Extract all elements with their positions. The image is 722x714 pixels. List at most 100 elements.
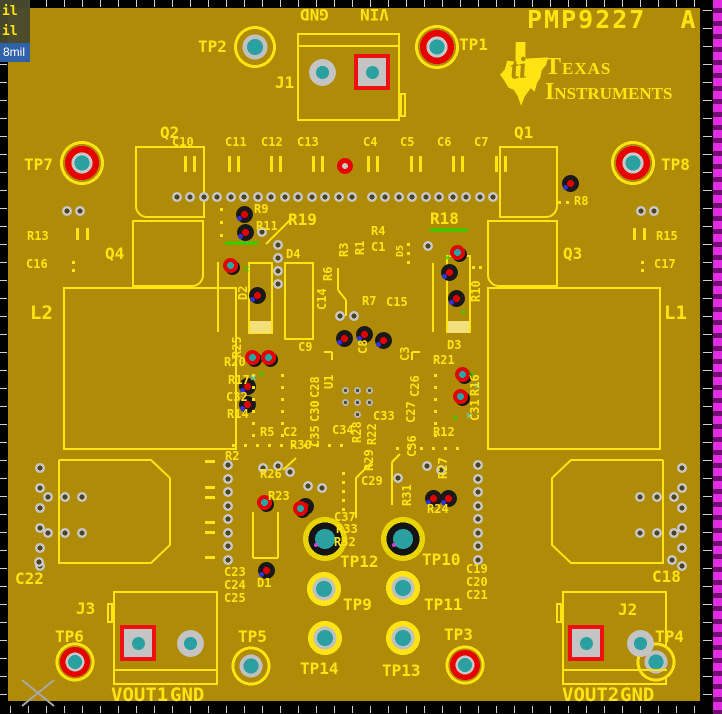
silk-label-c1[interactable]: C1 xyxy=(371,240,386,254)
via[interactable] xyxy=(473,501,483,511)
silk-label-c20[interactable]: C20 xyxy=(466,575,488,589)
silk-label-r23[interactable]: R23 xyxy=(268,489,290,503)
J2-outline[interactable] xyxy=(562,591,667,685)
silk-label-c26[interactable]: C26 xyxy=(408,375,422,397)
via[interactable] xyxy=(303,481,313,491)
via[interactable] xyxy=(341,386,349,394)
pad-TP8[interactable] xyxy=(609,139,657,187)
silk-label-c28[interactable]: C28 xyxy=(308,376,322,398)
via[interactable] xyxy=(365,398,373,406)
silk-label-r14[interactable]: R14 xyxy=(227,407,249,421)
silk-label-c9[interactable]: C9 xyxy=(298,340,313,354)
pad-TP11[interactable] xyxy=(383,568,423,608)
via[interactable] xyxy=(77,492,87,502)
via[interactable] xyxy=(273,279,283,289)
L2-outline[interactable] xyxy=(63,287,237,450)
Q3-outline[interactable] xyxy=(487,220,558,287)
via[interactable] xyxy=(677,561,687,571)
silk-label-c22[interactable]: C22 xyxy=(15,569,44,588)
silk-label-r17[interactable]: R17 xyxy=(228,373,250,387)
pad-via-red[interactable] xyxy=(337,158,353,174)
silk-label-c12[interactable]: C12 xyxy=(261,135,283,149)
via[interactable] xyxy=(677,463,687,473)
via[interactable] xyxy=(677,543,687,553)
silk-label-r6[interactable]: R6 xyxy=(321,266,335,281)
silk-label-gnd[interactable]: GND xyxy=(620,684,655,706)
via[interactable] xyxy=(273,266,283,276)
via[interactable] xyxy=(317,483,327,493)
via[interactable] xyxy=(199,192,209,202)
pad-p-pth[interactable] xyxy=(238,377,256,395)
silk-label-c17[interactable]: C17 xyxy=(654,257,676,271)
silk-label-r33[interactable]: R33 xyxy=(336,522,358,536)
silk-label-r2[interactable]: R2 xyxy=(225,449,240,463)
via[interactable] xyxy=(226,192,236,202)
silk-label-c15[interactable]: C15 xyxy=(386,295,408,309)
pad-J1-2[interactable] xyxy=(308,58,336,86)
pad-TP10[interactable] xyxy=(380,516,426,562)
silk-label-c31[interactable]: C31 xyxy=(468,399,482,421)
via[interactable] xyxy=(434,192,444,202)
silk-label-r3[interactable]: R3 xyxy=(337,242,351,257)
pad-TP9[interactable] xyxy=(304,569,344,609)
silk-label-c6[interactable]: C6 xyxy=(437,135,452,149)
silk-label-c16[interactable]: C16 xyxy=(26,257,48,271)
via[interactable] xyxy=(473,528,483,538)
via[interactable] xyxy=(365,386,373,394)
pad-TP6[interactable] xyxy=(54,641,96,683)
via[interactable] xyxy=(62,206,72,216)
silk-label-c11[interactable]: C11 xyxy=(225,135,247,149)
silk-label-d4[interactable]: D4 xyxy=(286,247,301,261)
via[interactable] xyxy=(172,192,182,202)
silk-label-q2[interactable]: Q2 xyxy=(160,123,180,142)
silk-label-c19[interactable]: C19 xyxy=(466,562,488,576)
silk-label-d1[interactable]: D1 xyxy=(257,576,272,590)
silk-label-c36[interactable]: C36 xyxy=(405,435,419,457)
via[interactable] xyxy=(334,192,344,202)
silk-label-r19[interactable]: R19 xyxy=(288,210,317,229)
pad-p-pth[interactable] xyxy=(440,263,458,281)
via[interactable] xyxy=(422,461,432,471)
pad-TP1[interactable] xyxy=(413,23,461,71)
J1-tab[interactable] xyxy=(400,93,406,117)
via[interactable] xyxy=(677,523,687,533)
via[interactable] xyxy=(649,206,659,216)
via[interactable] xyxy=(475,192,485,202)
pad-p-pth[interactable] xyxy=(355,325,373,343)
silk-label-r20[interactable]: R20 xyxy=(224,355,246,369)
via[interactable] xyxy=(258,463,268,473)
via[interactable] xyxy=(473,514,483,524)
pad-TP5[interactable] xyxy=(230,645,272,687)
via[interactable] xyxy=(223,541,233,551)
via[interactable] xyxy=(43,492,53,502)
silk-label-tp7[interactable]: TP7 xyxy=(24,155,53,174)
pad-TP13[interactable] xyxy=(383,618,423,658)
via[interactable] xyxy=(307,192,317,202)
via[interactable] xyxy=(77,528,87,538)
silk-label-r32[interactable]: R32 xyxy=(334,535,356,549)
silk-label-c33[interactable]: C33 xyxy=(373,409,395,423)
pad-p-pth[interactable] xyxy=(424,489,442,507)
silk-label-vout2[interactable]: VOUT2 xyxy=(562,684,620,706)
silk-label-r5[interactable]: R5 xyxy=(260,425,275,439)
via[interactable] xyxy=(393,473,403,483)
pad-p-pth[interactable] xyxy=(374,331,392,349)
via[interactable] xyxy=(367,192,377,202)
silk-label-tp13[interactable]: TP13 xyxy=(382,661,421,680)
silk-label-c34[interactable]: C34 xyxy=(332,423,354,437)
silk-label-c10[interactable]: C10 xyxy=(172,135,194,149)
silk-label-r26[interactable]: R26 xyxy=(260,467,282,481)
via[interactable] xyxy=(285,467,295,477)
silk-label-r12[interactable]: R12 xyxy=(433,425,455,439)
Q1-outline[interactable] xyxy=(499,146,558,218)
silk-label-q1[interactable]: Q1 xyxy=(514,123,534,142)
via[interactable] xyxy=(488,192,498,202)
silk-label-vin[interactable]: VIN xyxy=(360,5,389,24)
silk-label-tp3[interactable]: TP3 xyxy=(444,625,473,644)
silk-label-r15[interactable]: R15 xyxy=(656,229,678,243)
pad-J3-2[interactable] xyxy=(176,629,204,657)
pad-p-smdred[interactable] xyxy=(292,500,308,516)
silk-label-c8[interactable]: C8 xyxy=(356,339,370,354)
via[interactable] xyxy=(635,492,645,502)
silk-label-tp11[interactable]: TP11 xyxy=(424,595,463,614)
